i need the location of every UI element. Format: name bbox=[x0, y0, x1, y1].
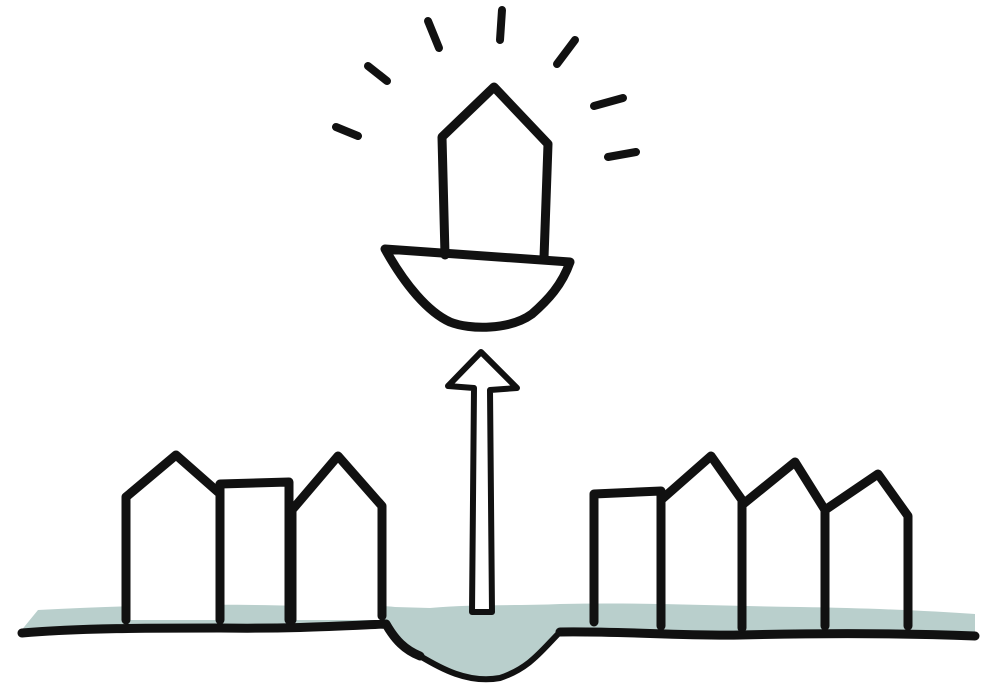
left-house-row bbox=[126, 455, 382, 620]
up-arrow-icon bbox=[448, 352, 517, 612]
raised-house-icon bbox=[442, 87, 548, 258]
light-rays bbox=[336, 10, 636, 157]
right-house-row bbox=[594, 456, 908, 628]
ground-line bbox=[22, 624, 420, 656]
ground-line-right bbox=[560, 632, 975, 636]
